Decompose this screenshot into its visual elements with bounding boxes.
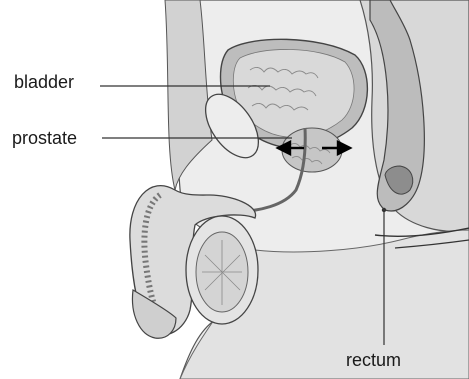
rectum-label: rectum (346, 350, 401, 371)
prostate-label: prostate (12, 128, 77, 149)
bladder-label: bladder (14, 72, 74, 93)
rectum-leader-dot (382, 208, 386, 212)
